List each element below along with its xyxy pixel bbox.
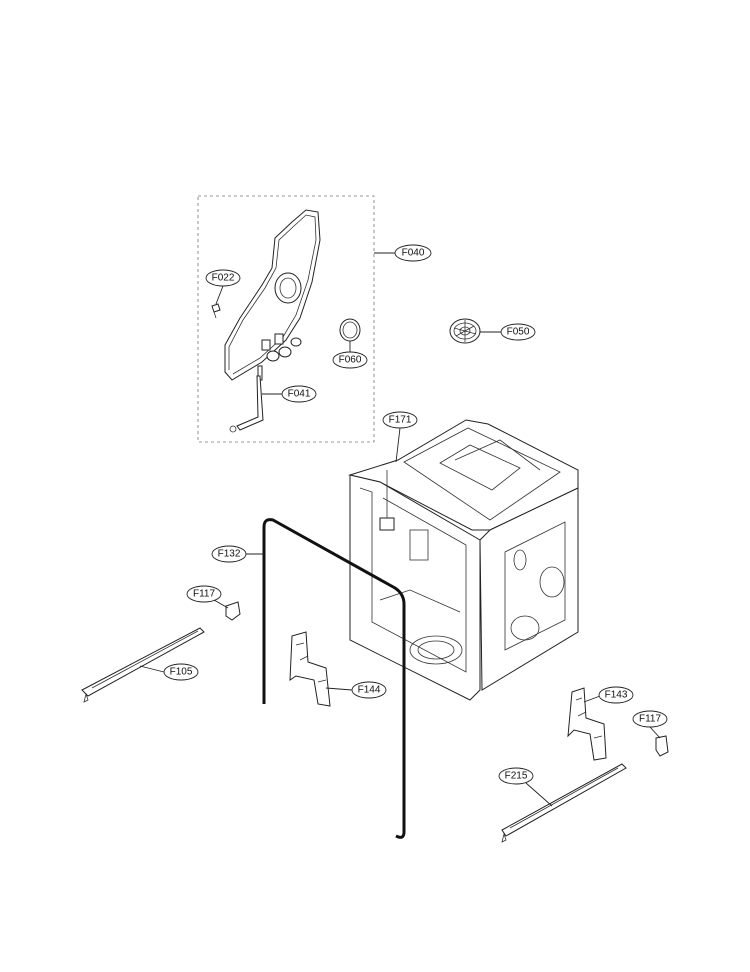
callout-label-f117-left: F117 bbox=[193, 589, 215, 600]
callout-label-f143: F143 bbox=[605, 690, 628, 701]
assembly-group-box bbox=[197, 195, 375, 443]
callout-label-f171: F171 bbox=[389, 415, 412, 426]
callout-label-f117-right: F117 bbox=[639, 714, 661, 725]
callout-f105: F105 bbox=[139, 663, 199, 681]
part-drawing-f105-rail bbox=[81, 627, 205, 703]
callout-f117-left: F117 bbox=[186, 585, 229, 609]
callout-label-f060: F060 bbox=[339, 355, 362, 366]
callout-f117-right: F117 bbox=[632, 710, 668, 739]
part-drawing-f117-clip-left bbox=[225, 601, 241, 621]
callout-label-f040: F040 bbox=[402, 248, 425, 259]
part-drawing-f050-disc bbox=[449, 318, 481, 344]
part-drawing-tub bbox=[348, 419, 579, 701]
callout-f143: F143 bbox=[583, 686, 634, 704]
callout-label-f105: F105 bbox=[170, 667, 193, 678]
part-drawing-f215-rail bbox=[501, 763, 627, 843]
callout-label-f050: F050 bbox=[507, 327, 530, 338]
callout-f041: F041 bbox=[262, 385, 317, 403]
part-drawing-f060-ring bbox=[339, 318, 361, 342]
callout-label-f132: F132 bbox=[218, 549, 241, 560]
part-drawing-f144-hinge bbox=[289, 631, 331, 707]
part-drawing-f132-gasket bbox=[262, 518, 406, 839]
callout-f060: F060 bbox=[332, 341, 368, 369]
part-drawing-f041-hose bbox=[229, 375, 264, 433]
part-drawing-f022-screw bbox=[211, 303, 221, 319]
callout-label-f022: F022 bbox=[212, 273, 235, 284]
part-drawing-f117-clip-right bbox=[655, 735, 669, 757]
callout-f144: F144 bbox=[325, 681, 387, 699]
callout-label-f041: F041 bbox=[288, 389, 311, 400]
part-drawing-f040-plate bbox=[224, 209, 321, 381]
callout-f040: F040 bbox=[374, 244, 432, 262]
callout-f022: F022 bbox=[205, 269, 241, 305]
callout-f132: F132 bbox=[211, 545, 264, 563]
callout-label-f144: F144 bbox=[358, 685, 381, 696]
callout-f050: F050 bbox=[480, 323, 536, 341]
part-drawing-f143-hinge bbox=[567, 687, 607, 761]
callout-f171: F171 bbox=[382, 411, 418, 463]
callout-f215: F215 bbox=[498, 767, 553, 807]
callout-label-f215: F215 bbox=[505, 771, 528, 782]
